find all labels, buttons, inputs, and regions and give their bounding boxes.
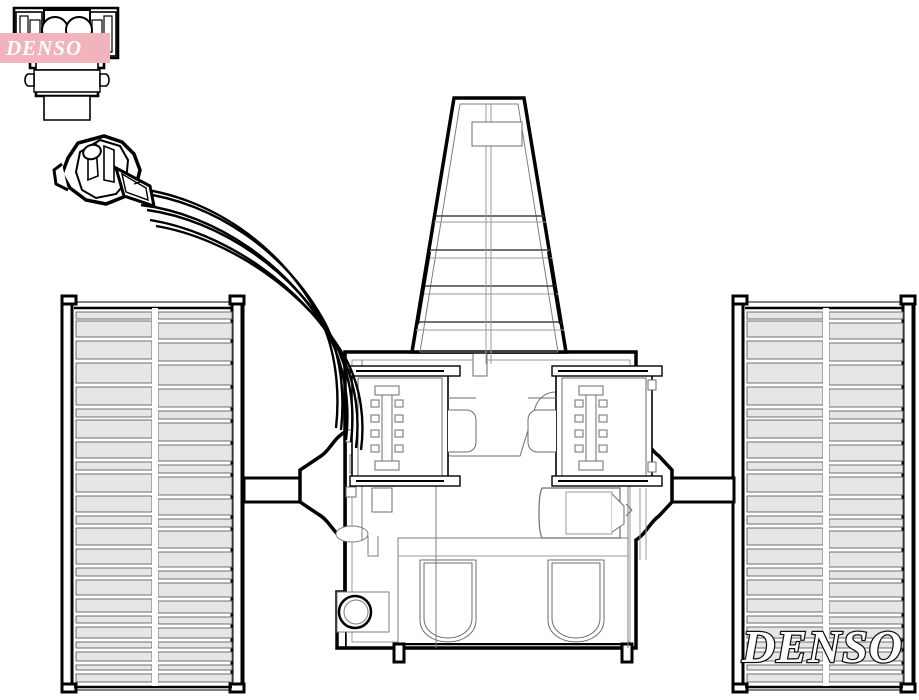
- connector-detail: [12, 6, 120, 121]
- terminal-block-right: [527, 365, 663, 487]
- mount-bracket: [538, 487, 647, 560]
- shaft-right: [670, 476, 736, 504]
- terminal-block-left: [349, 365, 477, 487]
- fan-wheel-right: [731, 294, 917, 694]
- shaft-left: [242, 476, 302, 504]
- fan-wheel-left: [60, 294, 246, 694]
- connector-3d: [52, 134, 156, 209]
- wire-harness: [132, 186, 364, 451]
- watermark-text: DENSO: [6, 36, 83, 60]
- denso-logo: DENSO: [741, 620, 903, 674]
- cooling-tower: [409, 96, 569, 364]
- watermark-band: [0, 33, 110, 63]
